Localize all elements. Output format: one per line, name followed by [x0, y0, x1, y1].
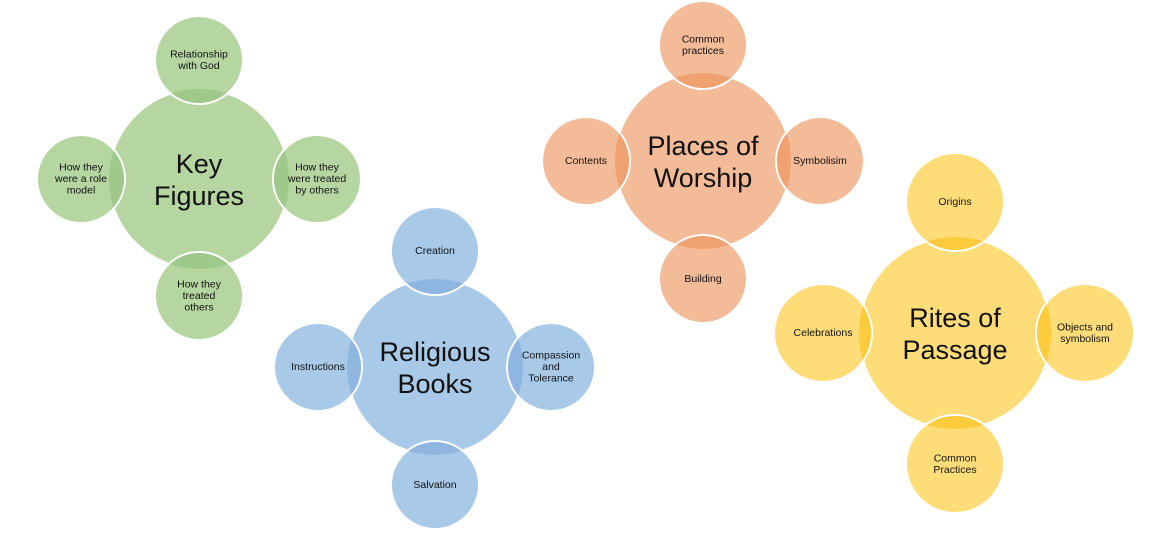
religious-books-top-label-line: Creation [415, 245, 455, 257]
rites-of-passage-bottom-label-line: Common [934, 452, 977, 464]
places-of-worship-title-line: Places of [647, 131, 759, 161]
key-figures-center-circle [108, 88, 290, 270]
places-of-worship-left-label: Contents [565, 155, 607, 167]
rites-of-passage-top-label-line: Origins [938, 196, 971, 208]
rites-of-passage-top-circle [905, 152, 1005, 252]
religious-books-bottom-label-line: Salvation [413, 479, 456, 491]
rites-of-passage-left-label-line: Celebrations [794, 327, 853, 339]
places-of-worship-right-label-line: Symbolisim [793, 155, 847, 167]
key-figures-top-circle [154, 15, 244, 105]
key-figures-right-label-line: How they [295, 162, 340, 174]
key-figures-right-label-line: were treated [287, 173, 347, 185]
rites-of-passage-title-line: Rites of [909, 303, 1001, 333]
rites-of-passage-left-circle [773, 283, 873, 383]
rites-of-passage-title-line: Passage [902, 335, 1007, 365]
religious-books-title-line: Books [397, 369, 472, 399]
rites-of-passage-right-label-line: symbolism [1060, 333, 1110, 345]
key-figures-bottom-label-line: treated [183, 290, 216, 302]
places-of-worship-title-line: Worship [654, 163, 753, 193]
key-figures-right-circle [272, 134, 362, 224]
religious-books-right-label-line: Compassion [522, 350, 581, 362]
key-figures-bottom-label-line: How they [177, 279, 222, 291]
key-figures-bottom-label-line: others [184, 302, 213, 314]
places-of-worship-bottom-circle [658, 234, 748, 324]
rites-of-passage-bottom-label-line: Practices [933, 464, 976, 476]
places-of-worship-bottom-label-line: Building [684, 273, 722, 285]
key-figures-top-label-line: Relationship [170, 48, 228, 60]
key-figures-left-circle [36, 134, 126, 224]
places-of-worship-top-circle [658, 0, 748, 90]
religious-books-right-circle [506, 322, 596, 412]
religious-books-top-label: Creation [415, 245, 455, 257]
rites-of-passage-right-circle [1035, 283, 1135, 383]
places-of-worship-left-label-line: Contents [565, 155, 607, 167]
key-figures-left-label-line: How they [59, 162, 104, 174]
religious-books-bottom-label: Salvation [413, 479, 456, 491]
key-figures-title-line: Key [176, 149, 223, 179]
religious-books-right-label-line: and [542, 361, 560, 373]
rites-of-passage-top-label: Origins [938, 196, 971, 208]
religious-books-top-circle [390, 206, 480, 296]
religious-books-right-label-line: Tolerance [528, 373, 574, 385]
places-of-worship-right-circle [775, 116, 865, 206]
religious-books-left-label-line: Instructions [291, 361, 345, 373]
religious-books-left-circle [273, 322, 363, 412]
religious-books-bottom-circle [390, 440, 480, 530]
places-of-worship-center-circle [614, 72, 792, 250]
places-of-worship-left-circle [541, 116, 631, 206]
places-of-worship-top-label-line: practices [682, 45, 724, 57]
religious-books-left-label: Instructions [291, 361, 345, 373]
key-figures-left-label-line: were a role [54, 173, 107, 185]
places-of-worship-top-label-line: Common [682, 33, 725, 45]
religious-books-title-line: Religious [379, 337, 490, 367]
rites-of-passage-center-circle [858, 236, 1052, 430]
religious-books-center-circle [346, 278, 524, 456]
rites-of-passage-left-label: Celebrations [794, 327, 853, 339]
places-of-worship-right-label: Symbolisim [793, 155, 847, 167]
key-figures-bottom-circle [154, 251, 244, 341]
rites-of-passage-right-label-line: Objects and [1057, 321, 1113, 333]
key-figures-right-label-line: by others [295, 185, 338, 197]
rites-of-passage-bottom-circle [905, 414, 1005, 514]
key-figures-left-label-line: model [67, 185, 96, 197]
places-of-worship-bottom-label: Building [684, 273, 722, 285]
key-figures-top-label-line: with God [177, 60, 220, 72]
key-figures-title-line: Figures [154, 181, 244, 211]
